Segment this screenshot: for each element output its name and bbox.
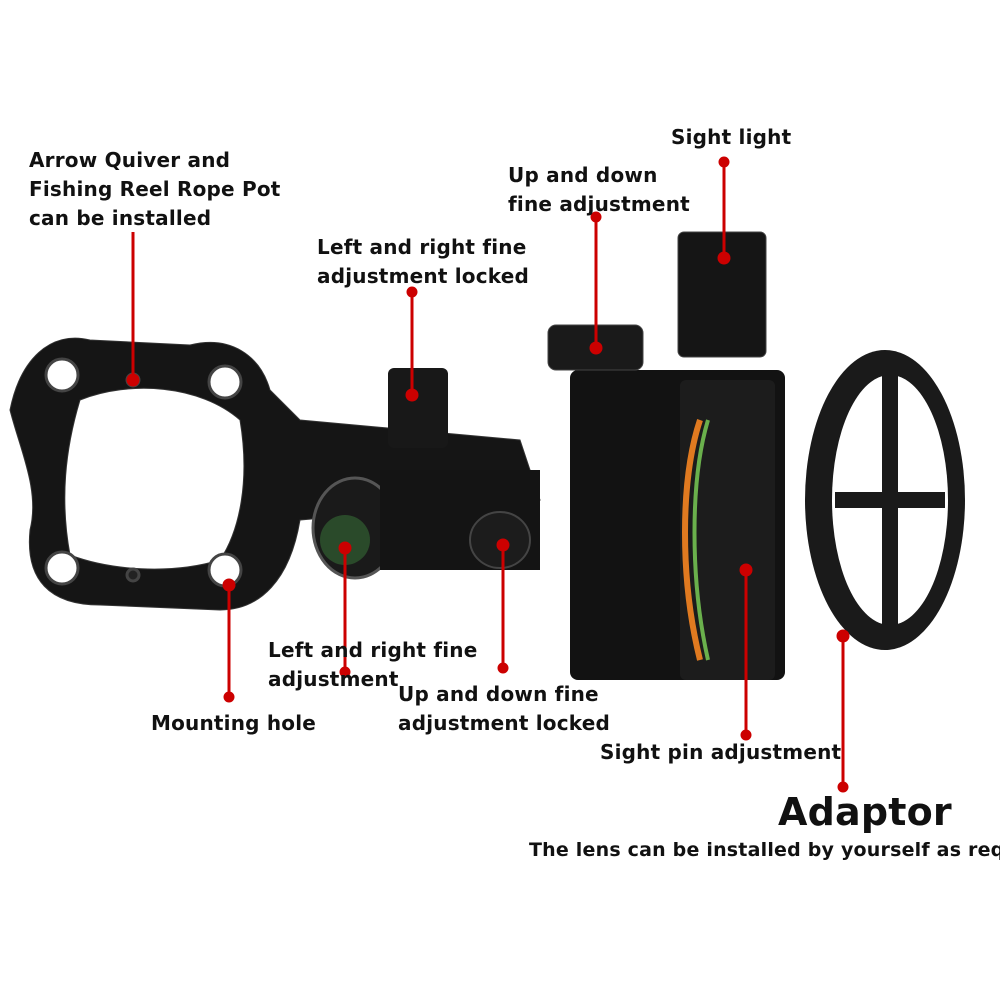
label-adaptor-note: The lens can be installed by yourself as…: [529, 839, 1000, 861]
label-mounting-hole: Mounting hole: [151, 711, 317, 735]
label-line: Left and right fine: [268, 638, 478, 662]
label-line: Left and right fine: [317, 235, 527, 259]
label-line: can be installed: [29, 206, 212, 230]
label-line: Arrow Quiver and: [29, 148, 231, 172]
label-ud-locked: Up and down fine adjustment locked: [398, 680, 610, 738]
label-line: fine adjustment: [508, 192, 690, 216]
label-line: adjustment locked: [317, 264, 530, 288]
lr-lock-knob: [388, 368, 448, 448]
sight-light: [677, 231, 767, 358]
label-line: adjustment locked: [398, 711, 611, 735]
label-ud-fine: Up and down fine adjustment: [508, 161, 690, 219]
label-line: Fishing Reel Rope Pot: [29, 177, 281, 201]
label-lr-locked: Left and right fine adjustment locked: [317, 233, 529, 291]
label-adaptor: Adaptor: [778, 790, 952, 834]
label-lr-fine: Left and right fine adjustment: [268, 636, 478, 694]
label-sight-light: Sight light: [671, 125, 792, 149]
mounting-bracket: [9, 337, 541, 611]
label-sight-pin: Sight pin adjustment: [600, 740, 842, 764]
label-line: Up and down fine: [398, 682, 599, 706]
label-line: Up and down: [508, 163, 658, 187]
callout-lines: [126, 156, 850, 793]
label-arrow-quiver: Arrow Quiver and Fishing Reel Rope Pot c…: [29, 146, 281, 233]
label-line: adjustment: [268, 667, 399, 691]
